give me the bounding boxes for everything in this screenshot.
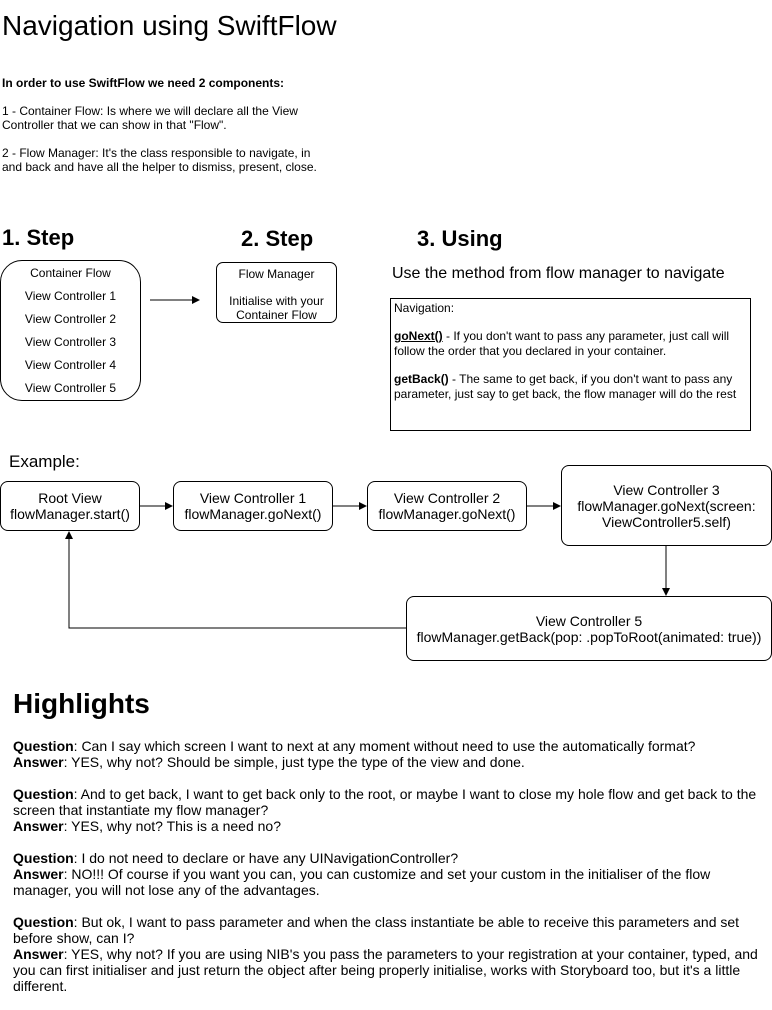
question-text: : But ok, I want to pass parameter and w… — [13, 914, 740, 946]
answer: Answer: YES, why not? If you are using N… — [13, 946, 763, 994]
question-text: : I do not need to declare or have any U… — [73, 850, 459, 866]
navigation-box: Navigation: goNext() - If you don't want… — [390, 298, 751, 431]
vc2-title: View Controller 2 — [393, 490, 501, 506]
intro-section: In order to use SwiftFlow we need 2 comp… — [2, 76, 322, 188]
gonext-method: goNext() — [394, 329, 443, 343]
question: Question: Can I say which screen I want … — [13, 738, 763, 754]
container-flow-item: View Controller 5 — [24, 381, 117, 395]
root-view-code: flowManager.start() — [10, 506, 130, 522]
container-flow-item: View Controller 2 — [24, 312, 117, 326]
flow-manager-subtitle: Initialise with your Container Flow — [229, 294, 324, 322]
answer-label: Answer — [13, 818, 64, 834]
question: Question: I do not need to declare or ha… — [13, 850, 763, 866]
getback-text: - The same to get back, if you don't wan… — [394, 372, 737, 401]
answer-label: Answer — [13, 754, 64, 770]
qa-item: Question: Can I say which screen I want … — [13, 738, 763, 770]
container-flow-item: View Controller 3 — [24, 335, 117, 349]
view-controller-3-node: View Controller 3 flowManager.goNext(scr… — [561, 465, 772, 546]
vc2-code: flowManager.goNext() — [378, 506, 516, 522]
root-view-node: Root View flowManager.start() — [0, 481, 140, 531]
question-label: Question — [13, 850, 74, 866]
answer-text: : NO!!! Of course if you want you can, y… — [13, 866, 711, 898]
view-controller-1-node: View Controller 1 flowManager.goNext() — [173, 481, 333, 531]
answer-text: : YES, why not? This is a need no? — [63, 818, 281, 834]
getback-description: getBack() - The same to get back, if you… — [394, 372, 747, 402]
gonext-description: goNext() - If you don't want to pass any… — [394, 329, 747, 359]
qa-item: Question: But ok, I want to pass paramet… — [13, 914, 763, 994]
question-text: : And to get back, I want to get back on… — [13, 786, 757, 818]
intro-lead: In order to use SwiftFlow we need 2 comp… — [2, 76, 285, 90]
step-1-heading: 1. Step — [2, 225, 75, 250]
container-flow-item: View Controller 1 — [24, 289, 117, 303]
answer-label: Answer — [13, 866, 64, 882]
vc1-title: View Controller 1 — [199, 490, 307, 506]
intro-item-flow-manager: 2 - Flow Manager: It's the class respons… — [2, 146, 317, 174]
vc5-title: View Controller 5 — [535, 612, 643, 629]
step-3-heading: 3. Using — [417, 226, 503, 251]
flow-manager-box: Flow Manager Initialise with your Contai… — [216, 262, 337, 323]
answer: Answer: YES, why not? This is a need no? — [13, 818, 763, 834]
question-label: Question — [13, 914, 74, 930]
getback-method: getBack() — [394, 372, 449, 386]
container-flow-title: Container Flow — [30, 266, 111, 280]
vc3-code-line2: ViewController5.self) — [602, 513, 731, 530]
container-flow-item: View Controller 4 — [24, 358, 117, 372]
qa-item: Question: I do not need to declare or ha… — [13, 850, 763, 898]
vc5-code: flowManager.getBack(pop: .popToRoot(anim… — [416, 628, 762, 645]
question: Question: But ok, I want to pass paramet… — [13, 914, 763, 946]
vc3-title: View Controller 3 — [613, 481, 720, 498]
navigation-title: Navigation: — [394, 301, 455, 315]
qa-item: Question: And to get back, I want to get… — [13, 786, 763, 834]
gonext-text: - If you don't want to pass any paramete… — [394, 329, 730, 358]
question-label: Question — [13, 786, 74, 802]
question-text: : Can I say which screen I want to next … — [73, 738, 696, 754]
question: Question: And to get back, I want to get… — [13, 786, 763, 818]
answer-label: Answer — [13, 946, 64, 962]
root-view-title: Root View — [38, 490, 102, 506]
view-controller-5-node: View Controller 5 flowManager.getBack(po… — [406, 596, 772, 661]
intro-item-container-flow: 1 - Container Flow: Is where we will dec… — [2, 104, 298, 132]
vc1-code: flowManager.goNext() — [184, 506, 322, 522]
page-title: Navigation using SwiftFlow — [2, 10, 337, 41]
answer-text: : YES, why not? Should be simple, just t… — [63, 754, 525, 770]
step-2-heading: 2. Step — [241, 226, 314, 251]
answer: Answer: YES, why not? Should be simple, … — [13, 754, 763, 770]
highlights-qa-list: Question: Can I say which screen I want … — [13, 738, 763, 1010]
view-controller-2-node: View Controller 2 flowManager.goNext() — [367, 481, 527, 531]
container-flow-box: Container Flow View Controller 1 View Co… — [0, 260, 141, 401]
using-description: Use the method from flow manager to navi… — [392, 265, 725, 282]
answer-text: : YES, why not? If you are using NIB's y… — [13, 946, 758, 994]
question-label: Question — [13, 738, 74, 754]
highlights-heading: Highlights — [13, 688, 150, 719]
flow-manager-title: Flow Manager — [238, 267, 315, 281]
answer: Answer: NO!!! Of course if you want you … — [13, 866, 763, 898]
vc3-code-line1: flowManager.goNext(screen: — [577, 497, 756, 514]
example-label: Example: — [9, 452, 80, 471]
arrow-vc5-to-root — [65, 531, 406, 629]
